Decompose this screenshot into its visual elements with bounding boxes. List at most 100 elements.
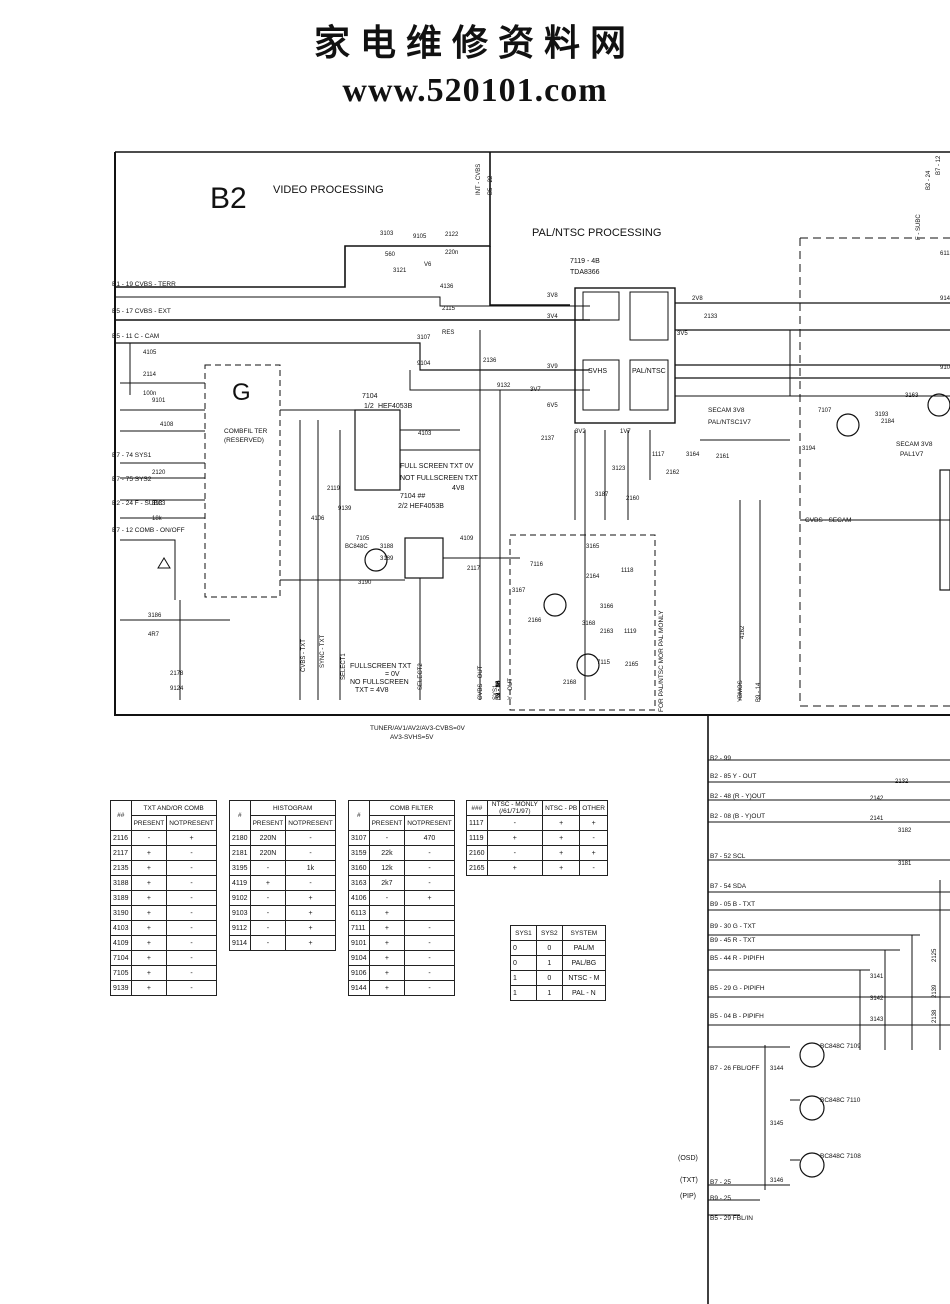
component-label: 2136 xyxy=(483,358,497,364)
output-label: B7 - 52 SCL xyxy=(710,853,746,860)
component-label: B5 - 20 xyxy=(496,680,502,700)
component-label: V6 xyxy=(424,262,432,268)
table-cell: 3190 xyxy=(110,905,132,921)
component-label: 2165 xyxy=(625,662,639,668)
table-cell: + xyxy=(542,830,581,846)
component-label: YBMOS xyxy=(738,680,744,702)
component-label: 2115 xyxy=(442,306,456,312)
table-cell: - xyxy=(579,830,608,846)
table-cell: + xyxy=(368,980,406,996)
table-header: PRESENT xyxy=(368,815,406,831)
component-label: 2120 xyxy=(152,470,166,476)
component-label: INT - CVBS xyxy=(476,164,482,195)
table-cell: - xyxy=(285,875,336,891)
output-label: B5 - 29 G - PIPIFH xyxy=(710,985,765,992)
output-label: B7 - 54 SDA xyxy=(710,883,747,890)
component-label: F - SUBC xyxy=(916,214,922,240)
table-cell: + xyxy=(130,860,168,876)
component-label: B9 - 14 xyxy=(756,682,762,702)
table-header: NTSC - PB xyxy=(542,800,581,816)
table-row: 1117-++ xyxy=(466,815,608,831)
component-label: 9101 xyxy=(152,398,166,404)
component-label: 3190 xyxy=(358,580,372,586)
component-label: 4103 xyxy=(418,431,432,437)
component-label: 7105 xyxy=(356,536,370,542)
table-header: OTHER xyxy=(579,800,608,816)
component-label: 9124 xyxy=(170,686,184,692)
component-label: 3145 xyxy=(770,1121,784,1127)
ic-block-svhs: SVHS xyxy=(588,368,607,375)
table-cell: 2116 xyxy=(110,830,132,846)
table-cell: - xyxy=(166,965,217,981)
table-row: 9144+- xyxy=(348,980,455,996)
transistor-7110: BC848C 7110 xyxy=(820,1097,861,1104)
table-cell: - xyxy=(404,950,455,966)
table-cell: 2k7 xyxy=(368,875,406,891)
table-cell: 9144 xyxy=(348,980,370,996)
component-label: 3143 xyxy=(870,1017,884,1023)
table-cell: 9103 xyxy=(229,905,251,921)
table-cell: - xyxy=(404,845,455,861)
ic1-part: TDA8366 xyxy=(570,269,600,276)
table-row: 7104+- xyxy=(110,950,217,966)
component-label: CVBS - TXT xyxy=(301,639,307,672)
output-label: B9 - 25 xyxy=(710,1195,731,1202)
output-label: B2 - 08 (B - Y)OUT xyxy=(710,813,765,820)
table-cell: 7104 xyxy=(110,950,132,966)
component-label: 9104 xyxy=(417,361,431,367)
site-url: www.520101.com xyxy=(342,72,608,109)
table-cell: - xyxy=(166,980,217,996)
table-cell: + xyxy=(130,980,168,996)
input-label: B5 - 17 CVBS - EXT xyxy=(112,308,171,315)
fullscreen-b-2: = 0V xyxy=(385,671,400,678)
input-label: B7 - 74 SYS1 xyxy=(112,452,152,459)
table-row: 9102-+ xyxy=(229,890,336,906)
table-cell: 2160 xyxy=(466,845,488,861)
osd-label: (OSD) xyxy=(678,1155,698,1162)
table-cell: - xyxy=(579,860,608,876)
component-label: 4136 xyxy=(440,284,454,290)
cvbs-secam-label: CVBS - SECAM xyxy=(805,517,852,524)
table-cell: - xyxy=(486,815,544,831)
fullscreen-b-3: NO FULLSCREEN xyxy=(350,679,409,686)
table-cell: + xyxy=(130,890,168,906)
component-label: 3V9 xyxy=(547,364,558,370)
output-label: B9 - 30 G - TXT xyxy=(710,923,756,930)
component-label: 2161 xyxy=(716,454,730,460)
component-label: 3107 xyxy=(417,335,431,341)
table-row: 4119+- xyxy=(229,875,336,891)
table-cell: 9104 xyxy=(348,950,370,966)
table-cell: 3188 xyxy=(110,875,132,891)
comb-filter-table: # COMB FILTER PRESENT NOTPRESENT 3107-47… xyxy=(348,800,455,996)
table-header: PRESENT xyxy=(130,815,168,831)
output-label: B7 - 25 xyxy=(710,1179,731,1186)
warning-icon xyxy=(157,557,171,569)
table-cell: - xyxy=(404,920,455,936)
table-cell: 7111 xyxy=(348,920,370,936)
component-label: 4105 xyxy=(143,350,157,356)
table-cell: 9101 xyxy=(348,935,370,951)
input-label: B7 - 12 COMB - ON/OFF xyxy=(112,527,185,534)
component-label: 4162 xyxy=(740,625,746,639)
table-cell: + xyxy=(486,860,544,876)
component-label: BC848C xyxy=(345,544,368,550)
component-label: 9139 xyxy=(338,506,352,512)
table-cell: + xyxy=(285,935,336,951)
table-header: ### xyxy=(466,800,488,816)
table-cell: + xyxy=(542,860,581,876)
table-cell: - xyxy=(249,935,287,951)
component-label: 3164 xyxy=(686,452,700,458)
table-cell: - xyxy=(166,935,217,951)
comb-block-label: G xyxy=(232,379,251,406)
table-cell: 12k xyxy=(368,860,406,876)
bottom-note-1: TUNER/AV1/AV2/AV3-CVBS=0V xyxy=(370,725,465,732)
table-cell: 6113 xyxy=(348,905,370,921)
component-label: 6V5 xyxy=(547,403,558,409)
table-cell: - xyxy=(404,965,455,981)
component-label: 2139 xyxy=(932,984,938,998)
table-cell: + xyxy=(130,845,168,861)
fullscreen-b-4: TXT = 4V8 xyxy=(355,687,389,694)
